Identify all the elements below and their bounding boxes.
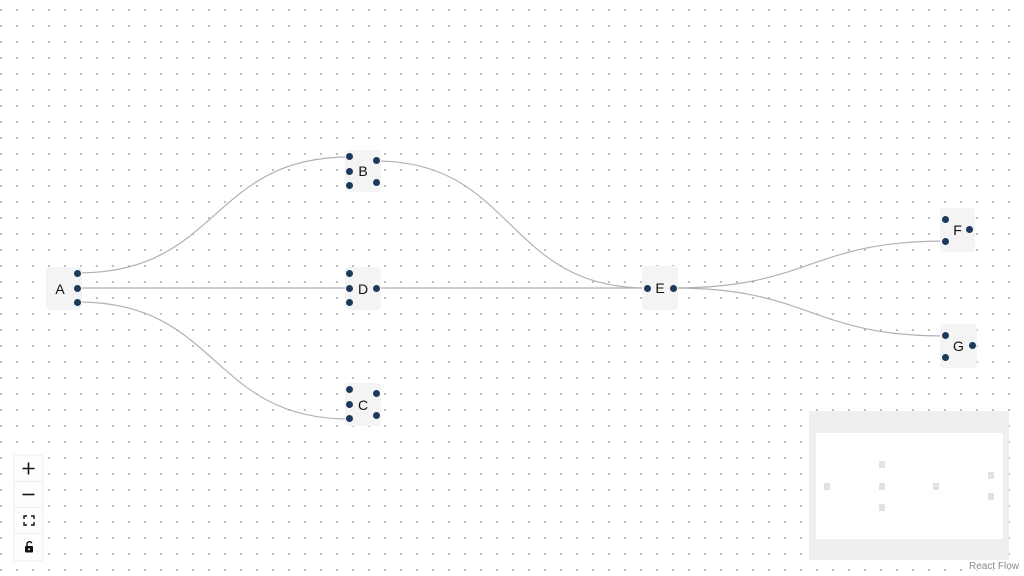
minimap-viewport[interactable] — [816, 433, 1003, 539]
node-label: E — [655, 280, 665, 296]
edge-e-f[interactable] — [673, 240, 946, 289]
node-b-target-handle-bottom[interactable] — [346, 182, 353, 189]
zoom-out-button[interactable] — [15, 482, 42, 508]
node-f-target-handle-top[interactable] — [942, 216, 949, 223]
node-f-target-handle-bottom[interactable] — [942, 238, 949, 245]
toggle-interactivity-button[interactable] — [15, 534, 42, 560]
node-c-source-handle-top[interactable] — [373, 390, 380, 397]
edge-e-g[interactable] — [673, 287, 946, 337]
node-e[interactable]: E — [642, 266, 678, 310]
node-a-source-handle-top[interactable] — [74, 270, 81, 277]
node-e-target-handle[interactable] — [644, 285, 651, 292]
node-b-source-handle-top[interactable] — [373, 157, 380, 164]
minimap-node-f — [988, 472, 994, 479]
controls-panel — [15, 456, 42, 560]
node-g[interactable]: G — [940, 324, 977, 368]
minimap-node-c — [879, 504, 885, 511]
node-b-target-handle-top[interactable] — [346, 153, 353, 160]
node-d-source-handle[interactable] — [373, 285, 380, 292]
fit-view-icon — [22, 515, 35, 526]
node-a-source-handle-bottom[interactable] — [74, 299, 81, 306]
edge-a-b[interactable] — [77, 156, 350, 274]
minimap-node-g — [988, 493, 994, 500]
node-d-target-handle-top[interactable] — [346, 270, 353, 277]
minimap-node-d — [879, 483, 885, 490]
node-c[interactable]: C — [345, 383, 381, 426]
zoom-in-button[interactable] — [15, 456, 42, 482]
node-a[interactable]: A — [46, 267, 82, 310]
plus-icon — [22, 462, 35, 475]
node-b-source-handle-bottom[interactable] — [373, 179, 380, 186]
node-d-target-handle-middle[interactable] — [346, 285, 353, 292]
edge-b-e[interactable] — [375, 160, 648, 289]
edge-a-c[interactable] — [77, 301, 350, 420]
node-g-target-handle-bottom[interactable] — [942, 354, 949, 361]
node-b-target-handle-middle[interactable] — [346, 168, 353, 175]
node-f-source-handle[interactable] — [966, 226, 973, 233]
node-label: C — [357, 396, 369, 413]
node-label: A — [55, 280, 65, 297]
node-c-target-handle-top[interactable] — [346, 386, 353, 393]
node-c-target-handle-middle[interactable] — [346, 401, 353, 408]
minus-icon — [22, 493, 35, 496]
unlock-icon — [24, 541, 33, 553]
node-label: G — [953, 338, 964, 354]
node-g-source-handle[interactable] — [969, 342, 976, 349]
node-label: B — [358, 163, 368, 179]
node-a-source-handle-middle[interactable] — [74, 285, 81, 292]
node-c-target-handle-bottom[interactable] — [346, 415, 353, 422]
minimap-node-a — [824, 483, 830, 490]
node-d-target-handle-bottom[interactable] — [346, 299, 353, 306]
node-c-source-handle-bottom[interactable] — [373, 412, 380, 419]
react-flow-attribution[interactable]: React Flow — [966, 560, 1021, 573]
node-b[interactable]: B — [345, 150, 381, 192]
minimap-node-e — [933, 483, 939, 490]
node-g-target-handle-top[interactable] — [942, 332, 949, 339]
minimap-node-b — [879, 461, 885, 468]
node-label: D — [357, 280, 369, 297]
node-d[interactable]: D — [345, 267, 381, 310]
node-label: F — [953, 222, 962, 238]
node-f[interactable]: F — [940, 208, 975, 252]
node-e-source-handle[interactable] — [670, 285, 677, 292]
minimap[interactable] — [809, 411, 1009, 560]
fit-view-button[interactable] — [15, 508, 42, 534]
